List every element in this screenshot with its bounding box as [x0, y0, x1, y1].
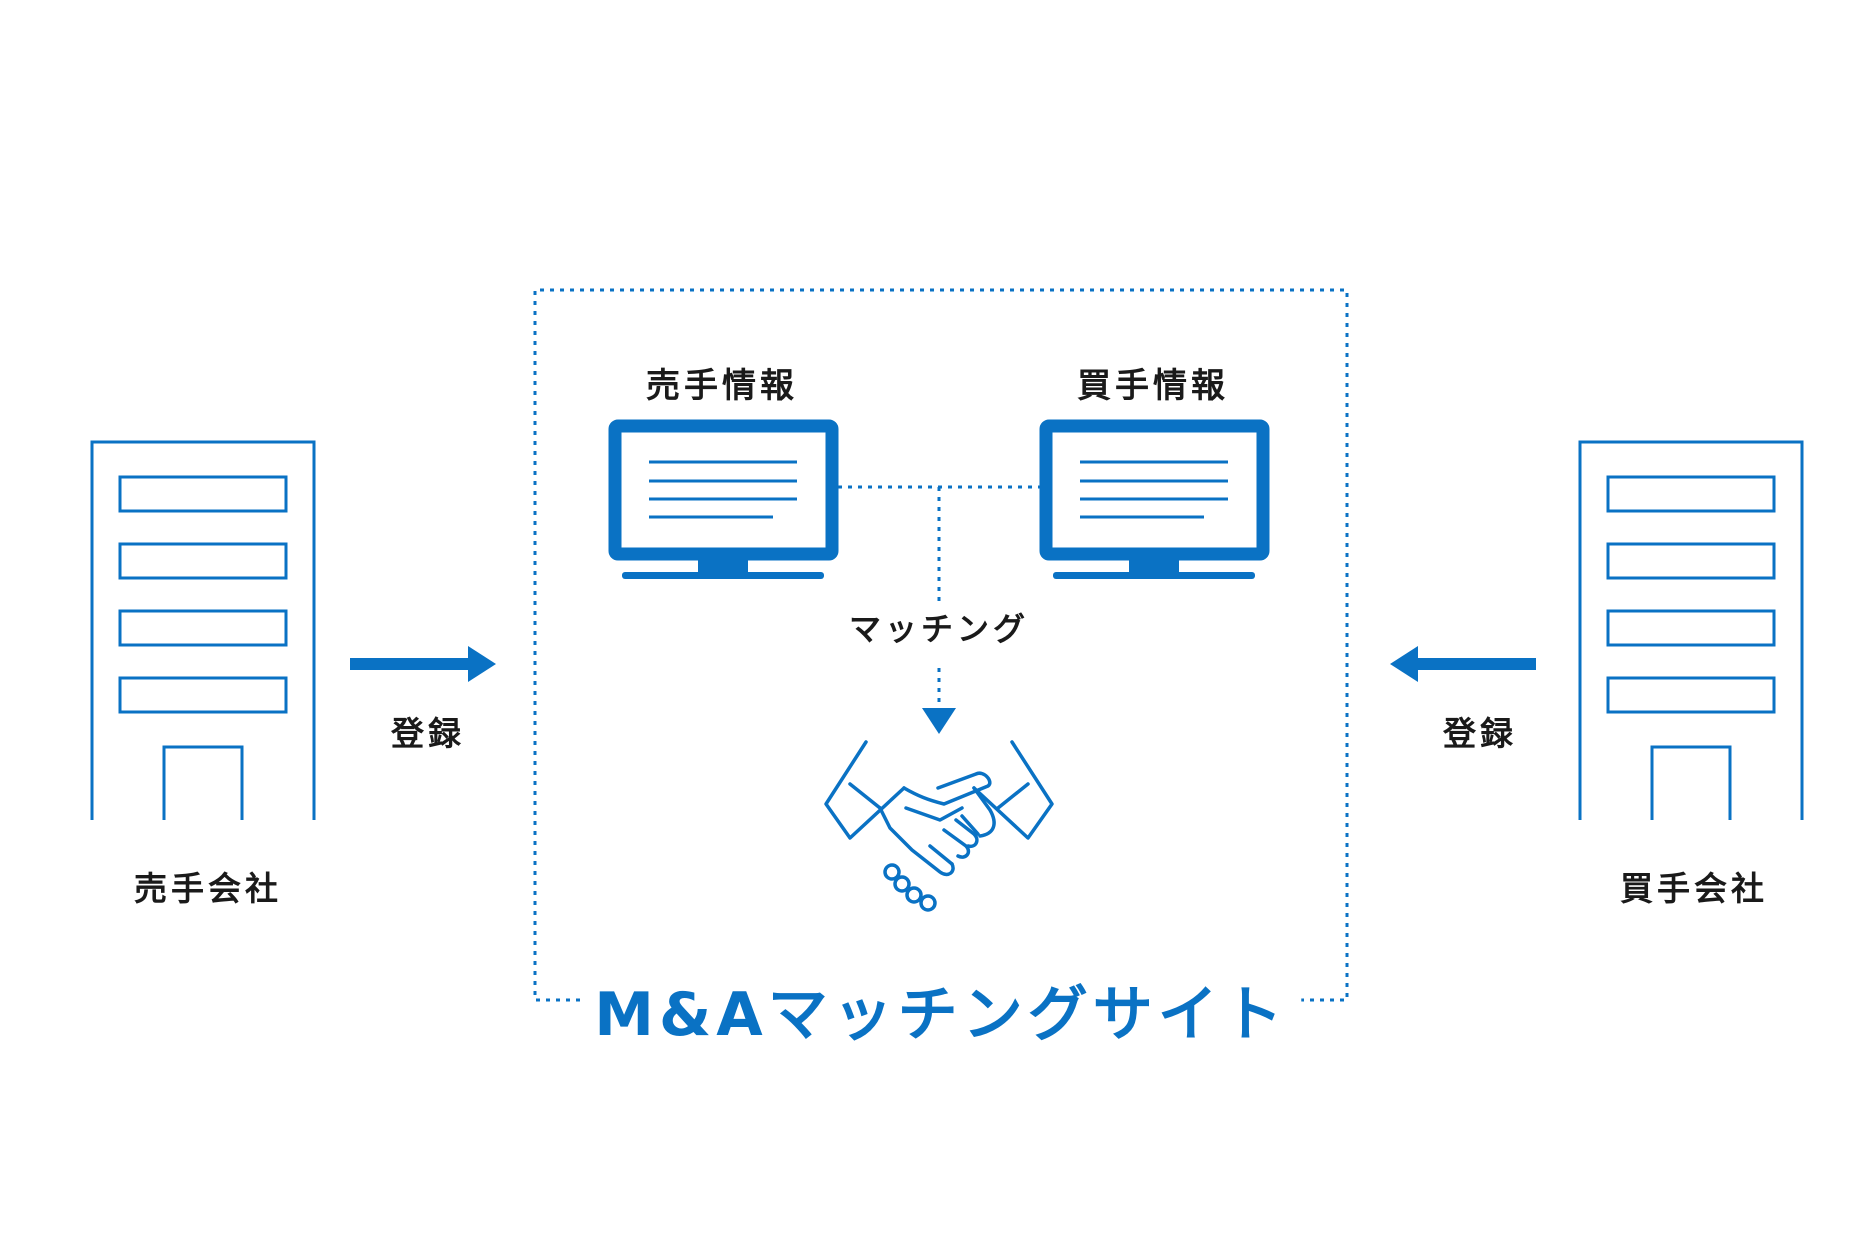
- arrow-right-icon: [350, 646, 496, 682]
- register-label-left: 登録: [391, 714, 465, 753]
- building-icon: [1578, 440, 1804, 820]
- register-label-right: 登録: [1443, 714, 1517, 753]
- seller-info-label: 売手情報: [646, 366, 798, 406]
- site-title: M&Aマッチングサイト: [580, 966, 1302, 1053]
- matching-label: マッチング: [838, 604, 1040, 650]
- monitor-icon: [1039, 419, 1270, 579]
- monitor-icon: [608, 419, 839, 579]
- buyer-info-label: 買手情報: [1077, 366, 1229, 406]
- site-frame: [533, 288, 1349, 1002]
- seller-company-label: 売手会社: [134, 869, 282, 908]
- arrow-left-icon: [1390, 646, 1536, 682]
- buyer-company-label: 買手会社: [1620, 869, 1768, 908]
- building-icon: [90, 440, 316, 820]
- handshake-icon: [824, 740, 1054, 912]
- arrow-down-icon: [922, 708, 956, 734]
